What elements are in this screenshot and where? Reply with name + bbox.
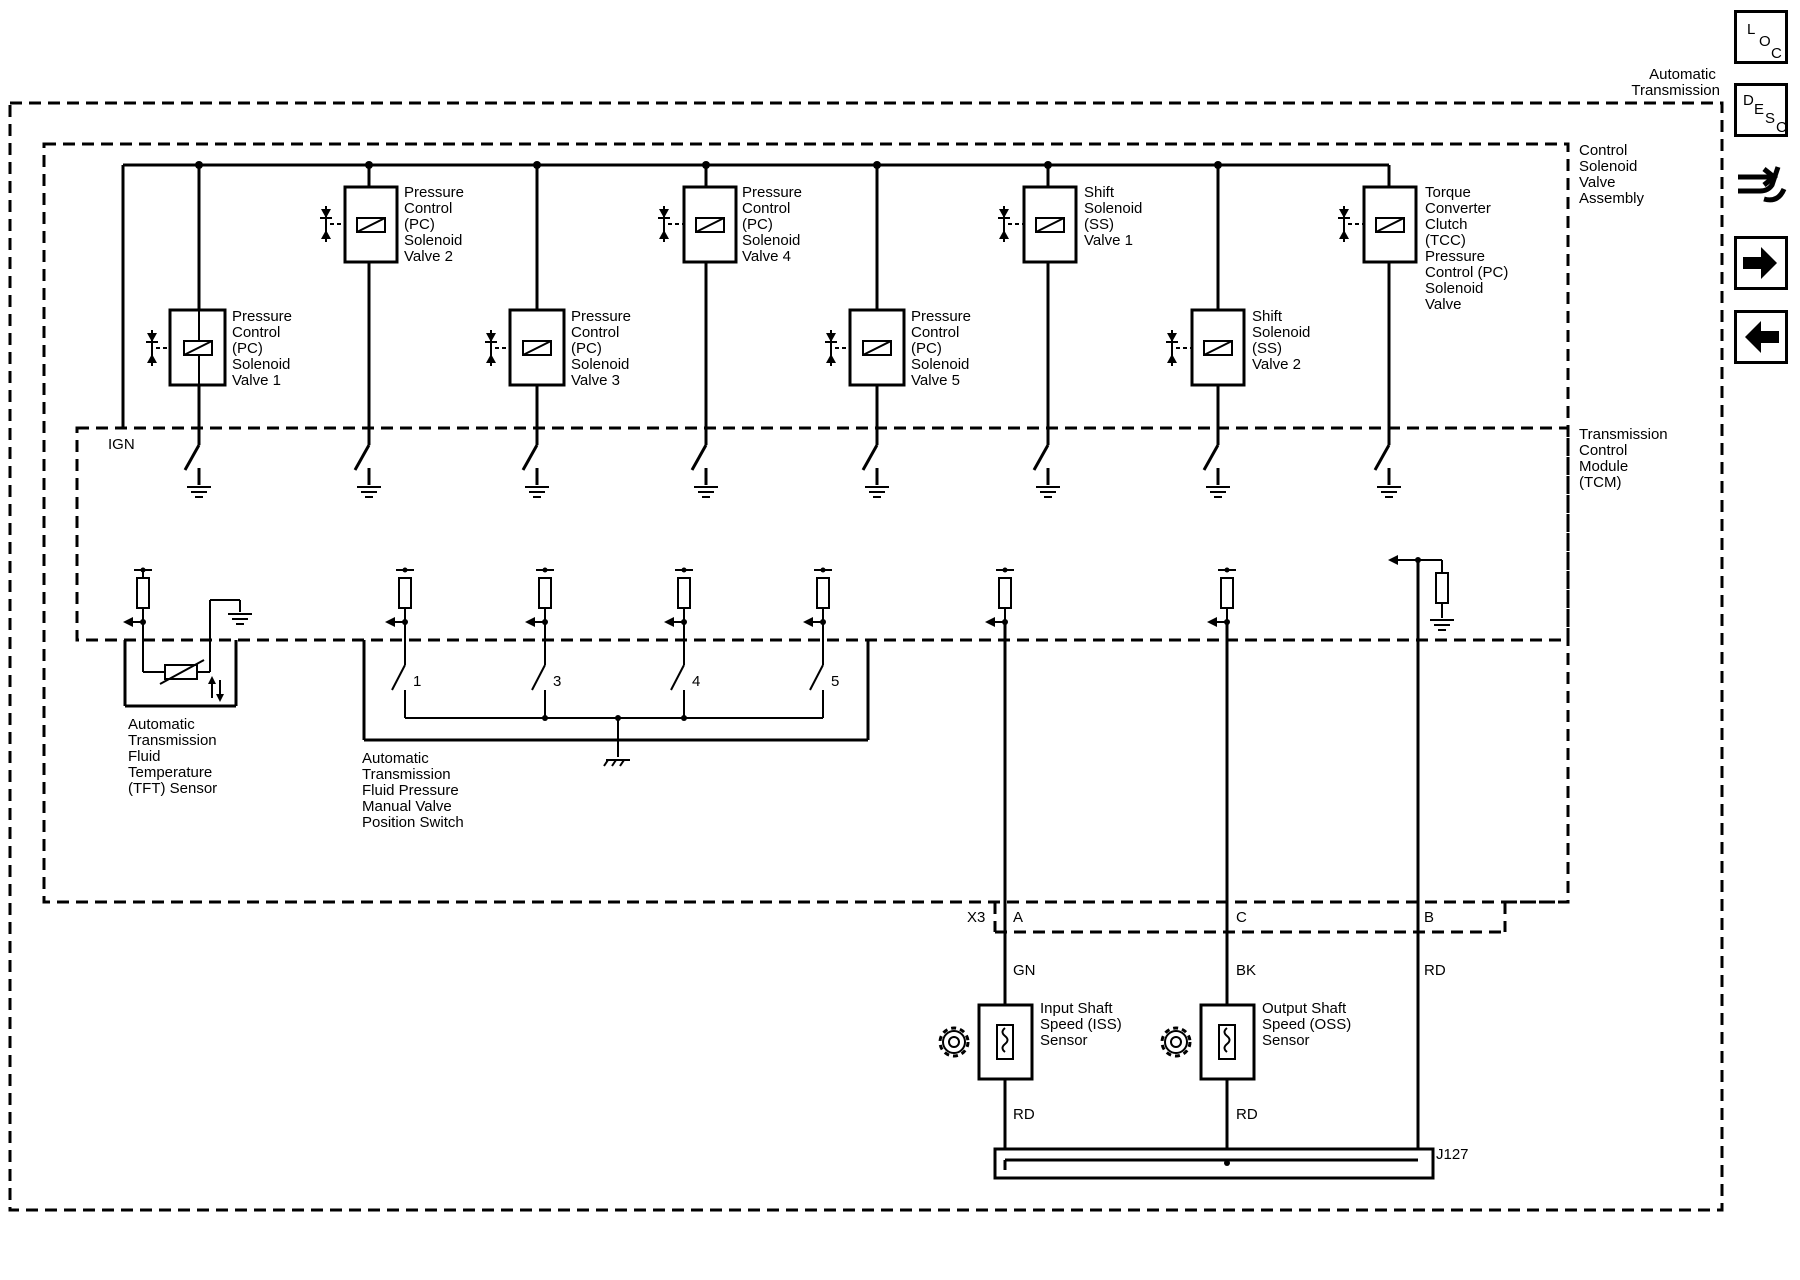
switch-contact-1: 1	[413, 673, 421, 690]
control-solenoid-valve-assembly-label: Control Solenoid Valve Assembly	[1579, 142, 1645, 207]
loc-letter-c: C	[1771, 45, 1782, 62]
next-button[interactable]	[1734, 236, 1788, 290]
previous-arrow-icon	[1745, 321, 1779, 353]
iss-signal-wire-color: GN	[1013, 962, 1036, 979]
tcc-pc-solenoid-valve-label: Torque Converter Clutch (TCC) Pressure C…	[1425, 184, 1513, 313]
shift-solenoid-valve-2	[1165, 165, 1246, 498]
supply-wire-color: RD	[1424, 962, 1446, 979]
shift-solenoid-valve-1-label: Shift Solenoid (SS) Valve 1	[1084, 184, 1147, 249]
connector-list-button[interactable]	[1734, 155, 1788, 209]
pc-solenoid-valve-1-label: Pressure Control (PC) Solenoid Valve 1	[232, 308, 296, 389]
pc-solenoid-valve-3	[484, 165, 566, 498]
pc-solenoid-valve-4	[657, 165, 738, 498]
x3-connector	[993, 900, 1568, 934]
previous-button[interactable]	[1734, 310, 1788, 364]
pc-solenoid-valve-2-label: Pressure Control (PC) Solenoid Valve 2	[404, 184, 468, 265]
pc-solenoid-valve-2	[319, 165, 399, 498]
desc-letter-d: D	[1743, 92, 1754, 109]
shift-solenoid-valve-1	[997, 165, 1078, 498]
j127-splice	[993, 1147, 1435, 1180]
oss-sensor	[1160, 1003, 1256, 1081]
ign-label: IGN	[108, 436, 135, 453]
tcm-boundary	[75, 426, 1570, 642]
pc-solenoid-valve-4-label: Pressure Control (PC) Solenoid Valve 4	[742, 184, 806, 265]
manual-valve-position-switch	[362, 566, 870, 767]
tft-sensor	[122, 566, 253, 708]
pc-solenoid-valve-5	[824, 165, 906, 498]
loc-button[interactable]: L O C	[1734, 10, 1788, 64]
oss-signal-wire-color: BK	[1236, 962, 1256, 979]
pc-solenoid-valve-3-label: Pressure Control (PC) Solenoid Valve 3	[571, 308, 635, 389]
pc-solenoid-valve-1	[145, 165, 227, 498]
oss-return-wire-color: RD	[1236, 1106, 1258, 1123]
switch-contact-5: 5	[831, 673, 839, 690]
oss-sensor-label: Output Shaft Speed (OSS) Sensor	[1262, 1000, 1355, 1049]
next-arrow-icon	[1743, 247, 1777, 279]
shift-solenoid-valve-2-label: Shift Solenoid (SS) Valve 2	[1252, 308, 1315, 373]
iss-sensor	[938, 1003, 1034, 1081]
desc-button[interactable]: D E S C	[1734, 83, 1788, 137]
switch-contact-4: 4	[692, 673, 700, 690]
pin-c-label: C	[1236, 909, 1247, 926]
manual-valve-position-switch-label: Automatic Transmission Fluid Pressure Ma…	[362, 750, 464, 831]
connector-list-icon	[1738, 166, 1787, 203]
x3-connector-label: X3	[967, 909, 985, 926]
iss-sensor-label: Input Shaft Speed (ISS) Sensor	[1040, 1000, 1126, 1049]
sensor-supply-circuit	[1388, 555, 1455, 1160]
loc-letter-o: O	[1759, 33, 1771, 50]
desc-letter-s: S	[1765, 110, 1776, 127]
pc-solenoid-valve-5-label: Pressure Control (PC) Solenoid Valve 5	[911, 308, 975, 389]
tft-sensor-label: Automatic Transmission Fluid Temperature…	[128, 716, 221, 797]
loc-letter-l: L	[1747, 21, 1756, 38]
desc-letter-c: C	[1776, 119, 1787, 136]
switch-contact-3: 3	[553, 673, 561, 690]
automatic-transmission-label: Automatic Transmission	[1631, 66, 1720, 99]
control-solenoid-valve-assembly-boundary	[42, 142, 1570, 904]
tcm-label: Transmission Control Module (TCM)	[1579, 426, 1672, 491]
iss-return-wire-color: RD	[1013, 1106, 1035, 1123]
tcc-pc-solenoid-valve	[1221, 163, 1418, 498]
j127-splice-label: J127	[1436, 1146, 1469, 1163]
pin-a-label: A	[1013, 909, 1023, 926]
desc-letter-e: E	[1754, 101, 1765, 118]
pin-b-label: B	[1424, 909, 1434, 926]
automatic-transmission-boundary	[8, 101, 1724, 1212]
